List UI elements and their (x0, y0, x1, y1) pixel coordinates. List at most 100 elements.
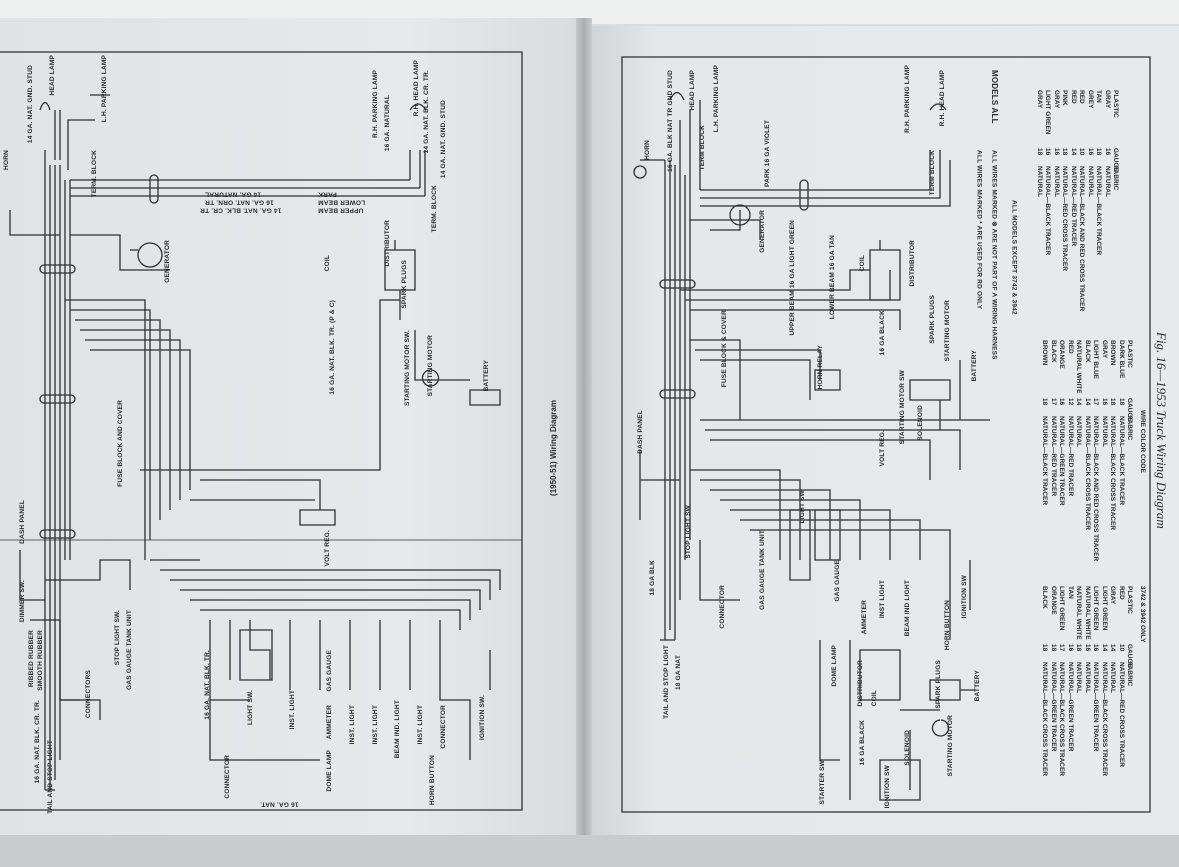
cell-plastic: DARK BLUE (1117, 340, 1125, 379)
label-coil: COIL (871, 690, 878, 707)
background-bottom (0, 835, 1179, 867)
label-spark-plugs: SPARK PLUGS (935, 660, 942, 709)
cell-gauge: 18 (1075, 644, 1083, 652)
label-connector: CONNECTOR (719, 585, 726, 629)
cell-fabric: NATURAL (1075, 662, 1083, 693)
label-inst-light: INST. LIGHT (289, 690, 296, 730)
label-battery: BATTERY (974, 670, 981, 702)
models-label: MODELS ALL (990, 70, 999, 124)
cell-plastic: GRAY (1109, 586, 1117, 605)
cell-fabric: NATURAL—RED CROSS TRACER (1117, 662, 1125, 767)
header-gauge: GAUGE (1126, 644, 1134, 668)
label-horn: HORN (644, 140, 651, 160)
label-connector: CONNECTOR (440, 705, 447, 749)
header-fabric: FABRIC (1126, 662, 1134, 687)
header-fabric: FABRIC (1112, 166, 1120, 191)
cell-gauge: 10 (1117, 644, 1125, 652)
label-starting-motor-sw: STARTING MOTOR SW. (404, 330, 411, 406)
note-not-harness: ALL WIRES MARKED ⊗ ARE NOT PART OF A WIR… (990, 150, 998, 360)
label-horn: HORN (3, 150, 10, 170)
label-solenoid: SOLENOID (904, 730, 911, 766)
table-header: PLASTIC GAUGE FABRIC (1126, 586, 1135, 786)
cell-plastic: LIGHT GREEN (1044, 90, 1052, 135)
label-wire: 18 GA BLK (649, 560, 656, 596)
cell-fabric: NATURAL—RED TRACER (1069, 166, 1077, 247)
label-gas-gauge: GAS GAUGE (326, 650, 333, 692)
cell-fabric: NATURAL (1035, 166, 1043, 197)
table-header: PLASTIC GAUGE FABRIC (1126, 340, 1135, 566)
cell-gauge: 14 (1075, 398, 1083, 406)
label-wire: 18 GA NAT (675, 655, 682, 691)
note-rd-only: ALL WIRES MARKED * ARE USED FOR RD ONLY (975, 150, 983, 310)
booklet-gutter (576, 18, 592, 848)
cell-gauge: 16 (1086, 148, 1094, 156)
label-dash-panel: DASH PANEL (637, 410, 644, 454)
header-plastic: PLASTIC (1126, 586, 1134, 614)
label-rh-parking-lamp: R.H. PARKING LAMP (904, 65, 911, 133)
table-title: 3742 & 3942 ONLY (1139, 586, 1146, 643)
label-gnd-stud: 14 GA. NAT. GND. STUD (27, 65, 34, 144)
label-rh-head-lamp: R.H. HEAD LAMP (939, 70, 946, 127)
cell-gauge: 18 (1061, 148, 1069, 156)
label-upper-beam: UPPER BEAM (318, 206, 364, 214)
label-starting-motor: STARTING MOTOR (427, 335, 434, 397)
label-horn-button: HORN BUTTON (429, 755, 436, 806)
cell-gauge: 14 (1100, 644, 1108, 652)
label-distributor: DISTRIBUTOR (857, 660, 864, 707)
label-ignition-sw: IGNITION SW. (479, 695, 486, 741)
label-fuse-block: FUSE BLOCK & COVER (721, 310, 728, 388)
cell-gauge: 10 (1078, 148, 1086, 156)
cell-fabric: NATURAL (1083, 662, 1091, 693)
cell-gauge: 18 (1035, 148, 1043, 156)
label-ammeter: AMMETER (861, 600, 868, 635)
right-diagram-border (621, 56, 1151, 813)
cell-gauge: 16 (1044, 148, 1052, 156)
cell-fabric: NATURAL—BLACK CROSS TRACER (1058, 662, 1066, 776)
label-wire: 16 GA. NAT. BLK. CR. TR. (34, 700, 41, 784)
label-stop-light-sw: STOP LIGHT SW. (114, 610, 121, 666)
label-connectors: CONNECTORS (85, 670, 92, 719)
cell-plastic: BROWN (1109, 340, 1117, 366)
label-coil: COIL (859, 255, 866, 272)
cell-fabric: NATURAL—GREEN TRACER (1066, 662, 1074, 752)
cell-plastic: BLACK (1049, 340, 1057, 363)
cell-gauge: 18 (1095, 148, 1103, 156)
cell-plastic: GRAY (1103, 90, 1111, 109)
cell-plastic: ORANGE (1058, 340, 1066, 369)
label-spark-plugs: SPARK PLUGS (929, 295, 936, 344)
label-starting-motor-sw: STARTING MOTOR SW (899, 370, 906, 445)
label-rh-head-lamp: R.H. HEAD LAMP (413, 60, 420, 117)
label-spark-plugs: SPARK PLUGS (401, 260, 408, 309)
label-horn-button: HORN BUTTON (944, 600, 951, 651)
cell-plastic: LIGHT BLUE (1092, 340, 1100, 379)
label-lh-parking-lamp: L.H. PARKING LAMP (713, 65, 720, 133)
label-term-block: TERM BLOCK (929, 150, 936, 196)
label-inst-light: INST. LIGHT (349, 705, 356, 745)
table-header: PLASTIC GAUGE FABRIC (1112, 90, 1121, 316)
cell-plastic: NATURAL WHITE (1075, 340, 1083, 394)
cell-gauge: 18 (1041, 398, 1049, 406)
label-gnd-stud: 14 GA. NAT. GND. STUD (440, 100, 447, 179)
table-3742-3942: 3742 & 3942 ONLY PLASTIC GAUGE FABRIC RE… (1041, 586, 1146, 786)
cell-gauge: 16 (1092, 644, 1100, 652)
cell-fabric: NATURAL—BLACK AND RED CROSS TRACER (1092, 416, 1100, 562)
label-term-block: TERM BLOCK (699, 125, 706, 171)
label-starter-sw: STARTER SW (819, 760, 826, 805)
label-stop-light-sw: STOP LIGHT SW (685, 505, 692, 559)
cell-gauge: 17 (1058, 644, 1066, 652)
label-battery: BATTERY (483, 360, 490, 392)
cell-fabric: NATURAL—GREEN TRACER (1049, 662, 1057, 752)
header-plastic: PLASTIC (1112, 90, 1120, 118)
